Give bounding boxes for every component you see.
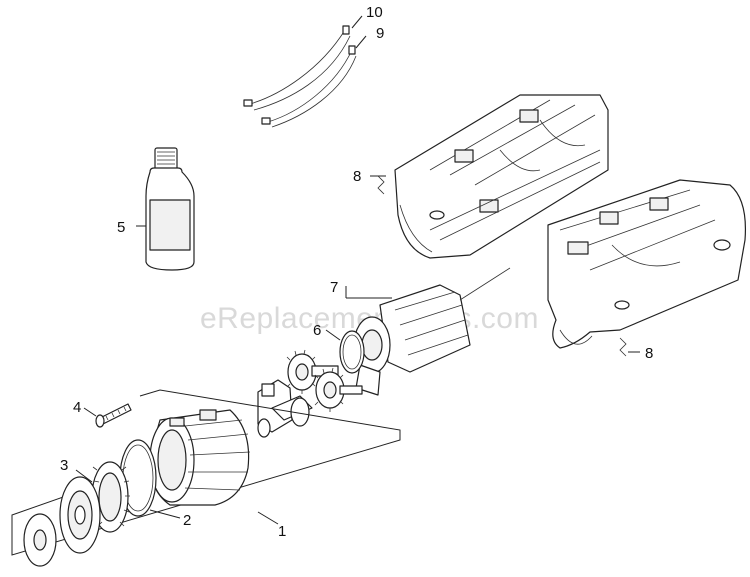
gear-lower [314,367,363,412]
callout-2: 2 [183,512,191,529]
wire-leads [243,15,367,128]
o-ring [325,329,365,374]
toothed-washer [75,461,130,533]
callout-5: 5 [117,219,125,236]
gasket-ring [119,439,181,519]
housing-half-lower [547,179,747,357]
callout-9: 9 [376,25,384,42]
callout-8-upper: 8 [353,168,361,185]
callout-10: 10 [366,4,383,21]
callout-3: 3 [60,457,68,474]
callout-7: 7 [330,279,338,296]
oil-bottle [136,147,195,271]
pump-fitting [257,379,313,438]
screw [83,403,132,428]
bearing-plate [59,476,101,554]
pump-housing [149,409,251,506]
callout-4: 4 [73,399,81,416]
callout-1: 1 [278,523,286,540]
callout-6: 6 [313,322,321,339]
callout-8-lower: 8 [645,345,653,362]
assembly-bracket [11,389,401,556]
housing-half-upper [370,94,609,259]
end-cap [23,513,57,567]
